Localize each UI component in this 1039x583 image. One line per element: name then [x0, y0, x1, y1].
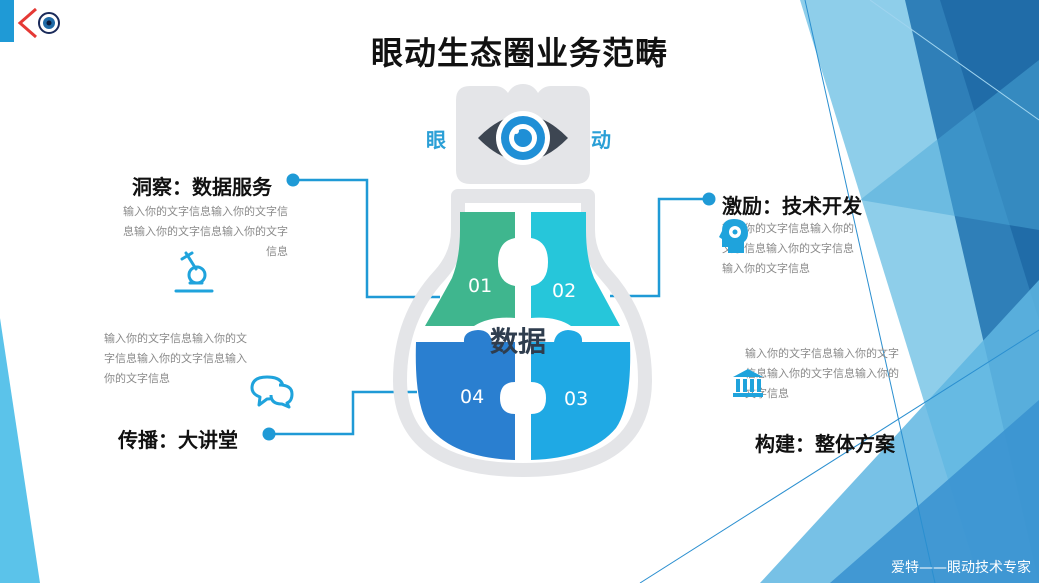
left-bottom-triangle: [0, 318, 40, 583]
page-title: 眼动生态圈业务范畴: [370, 34, 668, 72]
connector-insight: [293, 178, 440, 299]
bulb-left-char: 眼: [426, 128, 446, 152]
institution-icon: [733, 369, 763, 397]
right-mid-facet: [860, 60, 1039, 230]
connector-incentive: [610, 197, 709, 298]
puzzle-piece-02: [531, 212, 620, 326]
top-left-accent-bar: [0, 0, 14, 42]
eye-chevron-logo-icon: [17, 7, 60, 39]
incentive-heading: 激励：技术开发: [722, 194, 862, 218]
footer-tagline: 爱特——眼动技术专家: [891, 560, 1031, 576]
bulb-outline: [393, 189, 652, 477]
puzzle-piece-03-label: 03: [564, 388, 589, 410]
puzzle-piece-01-label: 01: [468, 275, 493, 297]
diagonal-line-2: [639, 329, 1039, 583]
connector-dot-spread: [262, 427, 276, 441]
spread-heading: 传播：大讲堂: [118, 428, 238, 452]
connector-dot-insight: [286, 173, 300, 187]
chat-bubbles-icon: [250, 375, 294, 409]
puzzle-piece-02-label: 02: [552, 280, 577, 302]
puzzle-piece-04-label: 04: [460, 386, 485, 408]
eye-icon: [478, 111, 568, 165]
insight-heading: 洞察：数据服务: [132, 175, 272, 199]
head-brain-icon: [719, 219, 748, 253]
bulb-right-char: 动: [591, 128, 611, 152]
puzzle-piece-04: [415, 330, 515, 460]
build-heading: 构建：整体方案: [755, 432, 895, 456]
connector-spread: [269, 390, 417, 436]
puzzle-piece-01: [425, 212, 515, 326]
incentive-body: 输入你的文字信息输入你的文字信息输入你的文字信息输入你的文字信息: [722, 222, 854, 275]
puzzle-piece-03: [531, 330, 631, 460]
diagonal-line-3: [869, 0, 1039, 121]
insight-body: 输入你的文字信息输入你的文字信息输入你的文字信息输入你的文字信息: [123, 205, 288, 258]
spread-body: 输入你的文字信息输入你的文字信息输入你的文字信息输入你的文字信息: [104, 332, 247, 385]
build-body: 输入你的文字信息输入你的文字信息输入你的文字信息输入你的文字信息: [745, 347, 899, 400]
diagonal-line-1: [804, 0, 936, 583]
connector-dot-incentive: [702, 192, 716, 206]
microscope-icon: [174, 251, 214, 293]
bulb-center-label: 数据: [490, 325, 547, 358]
bottom-right-triangle-2: [830, 400, 1039, 583]
